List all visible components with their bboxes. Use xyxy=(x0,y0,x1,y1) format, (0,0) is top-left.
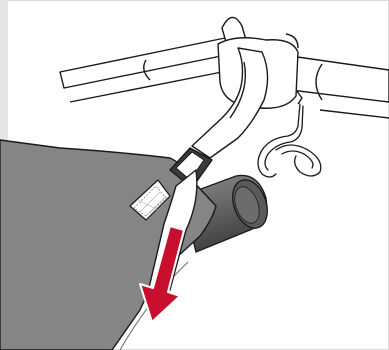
clamp-pin xyxy=(295,89,303,105)
strap-tab-stitching xyxy=(133,185,167,217)
hook-icon xyxy=(257,103,322,178)
strap-buckle-slot xyxy=(175,151,205,181)
clamp-edge xyxy=(285,33,299,49)
lower-right-rod xyxy=(319,109,389,119)
lower-left-rod xyxy=(69,71,223,103)
strap-tab xyxy=(129,179,171,221)
tube-end-rim xyxy=(234,186,260,224)
hook-cord-outer xyxy=(257,103,301,178)
strap-upper-seam xyxy=(229,61,247,119)
strap-upper xyxy=(191,47,269,159)
right-tube-seam xyxy=(315,63,323,101)
hook-cord-inner xyxy=(264,105,304,171)
hook-loop xyxy=(275,144,322,177)
left-tube-seam xyxy=(143,59,151,81)
strap-tab-hatch xyxy=(137,191,167,217)
hook-loop-inner xyxy=(281,150,314,169)
arrow-down-icon xyxy=(139,225,185,323)
